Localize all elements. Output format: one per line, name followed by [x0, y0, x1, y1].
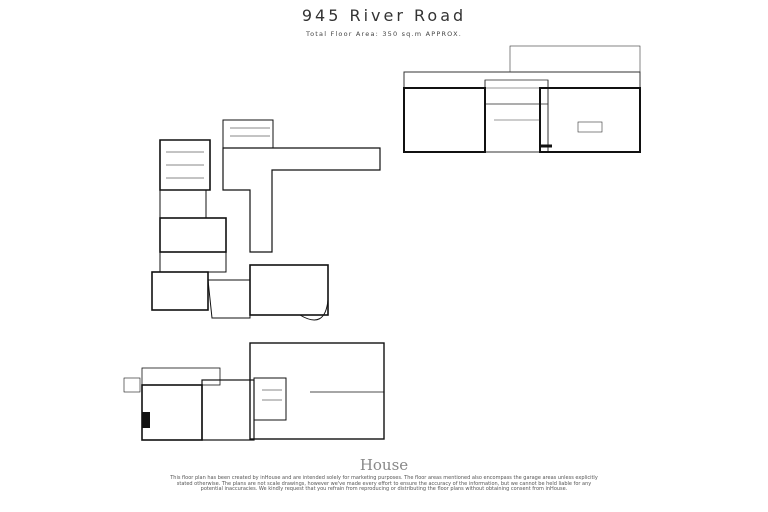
disclaimer-text: This floor plan has been created by inHo… — [170, 475, 598, 493]
floor-area-subtitle: Total Floor Area: 350 sq.m APPROX. — [306, 30, 462, 38]
plan-title: 945 River Road — [301, 6, 467, 25]
main-floor-plan — [151, 119, 381, 321]
inhouse-logo: House — [359, 456, 409, 474]
lower-floor-plan — [123, 342, 385, 441]
upper-floor-plan — [403, 45, 641, 153]
